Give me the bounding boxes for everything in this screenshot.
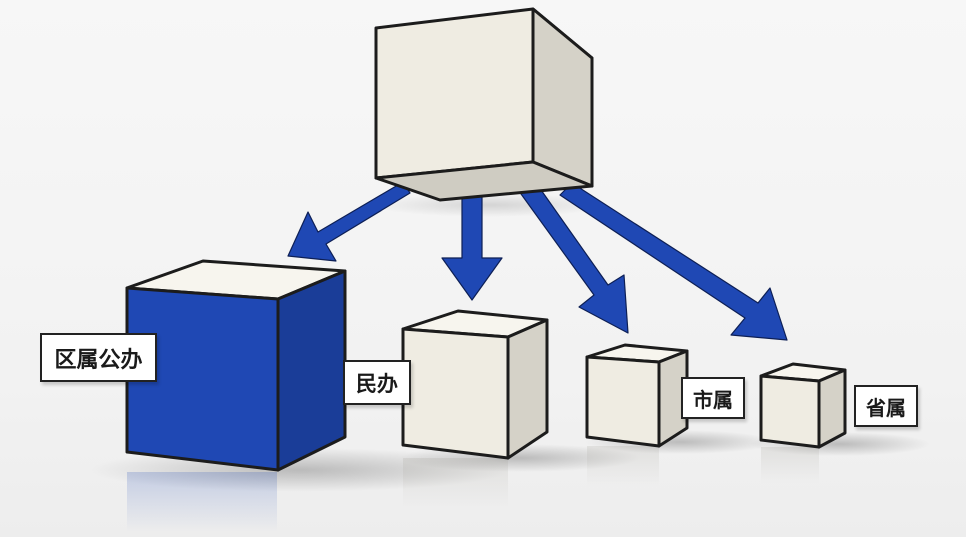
arrow-down-icon — [559, 182, 788, 341]
arrows — [287, 179, 788, 341]
arrow-down-icon — [515, 179, 629, 334]
label-city: 市属 — [681, 377, 745, 419]
label-district-public: 区属公办 — [40, 333, 157, 382]
label-province: 省属 — [854, 385, 918, 427]
arrow-down-icon — [287, 181, 411, 262]
district-public-cube — [125, 259, 347, 472]
province-cube — [759, 362, 847, 449]
city-cube — [585, 343, 689, 448]
label-private: 民办 — [343, 360, 411, 405]
private-cube — [401, 309, 549, 460]
cube-icon — [374, 7, 594, 202]
floor-reflections — [127, 446, 819, 532]
